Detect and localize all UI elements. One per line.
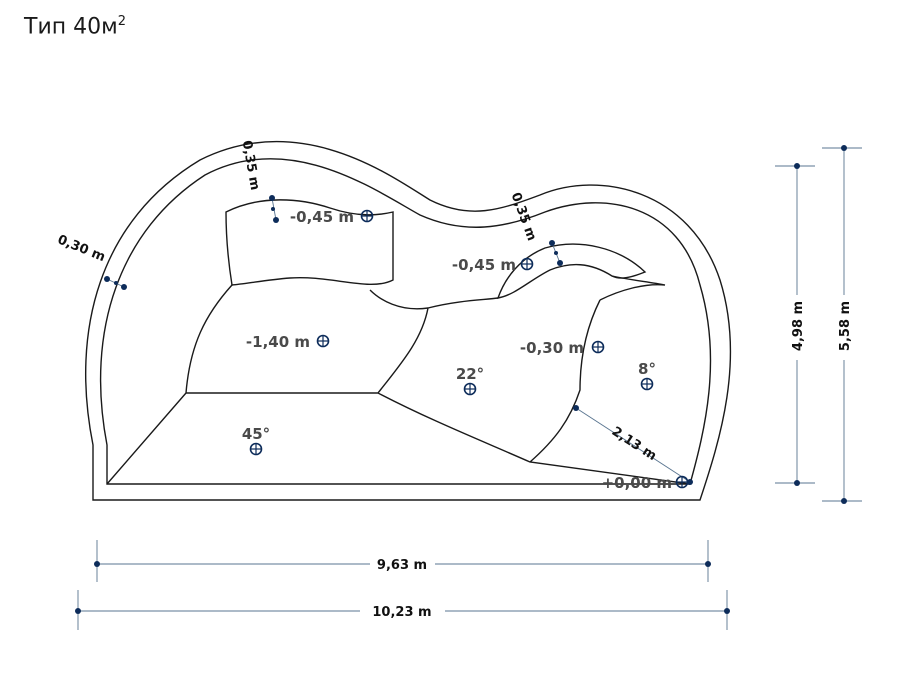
level-marker-deep xyxy=(316,334,330,348)
slope-right-label: 8° xyxy=(638,360,656,378)
level-marker-shelf-right xyxy=(520,257,534,271)
dim-outer-height: 5,58 m xyxy=(822,145,862,504)
level-shelf-right-label: -0,45 m xyxy=(452,256,516,274)
slope-middle-label: 22° xyxy=(456,365,484,383)
pool-inner-wall xyxy=(99,158,712,485)
dim-inner-height: 4,98 m xyxy=(775,163,815,486)
level-shelf-top-label: -0,45 m xyxy=(290,208,354,226)
inner-height-label: 4,98 m xyxy=(791,301,806,351)
level-beach-label: +0,00 m xyxy=(602,474,672,492)
slope-marker-middle xyxy=(463,382,477,396)
outer-height-label: 5,58 m xyxy=(838,301,853,351)
dim-inner-width: 9,63 m xyxy=(94,540,711,582)
level-marker-beach xyxy=(675,475,689,489)
top-shelf xyxy=(225,199,394,286)
level-marker-shelf-top xyxy=(360,209,374,223)
level-deep-label: -1,40 m xyxy=(246,333,310,351)
slope-marker-right xyxy=(640,377,654,391)
right-shelf xyxy=(496,243,647,299)
slope-left-label: 45° xyxy=(242,425,270,443)
level-mid-right-label: -0,30 m xyxy=(520,339,584,357)
inner-width-label: 9,63 m xyxy=(377,558,427,573)
wall-left-dim: 0,30 m xyxy=(55,232,127,290)
wall-top-left-dim: 0,35 m xyxy=(239,139,279,223)
dim-outer-width: 10,23 m xyxy=(75,590,730,630)
wall-top-left-label: 0,35 m xyxy=(239,139,262,191)
floor-edges xyxy=(106,275,691,485)
beach-length-label: 2,13 m xyxy=(609,424,659,464)
wall-left-label: 0,30 m xyxy=(55,232,107,265)
beach-length-dim: 2,13 m xyxy=(573,405,693,485)
pool-outer-wall xyxy=(84,141,732,501)
wall-top-right-dim: 0,35 m xyxy=(508,191,563,266)
page-title: Тип 40м2 xyxy=(24,14,126,40)
outer-width-label: 10,23 m xyxy=(372,605,431,620)
slope-marker-left xyxy=(249,442,263,456)
level-marker-mid-right xyxy=(591,340,605,354)
